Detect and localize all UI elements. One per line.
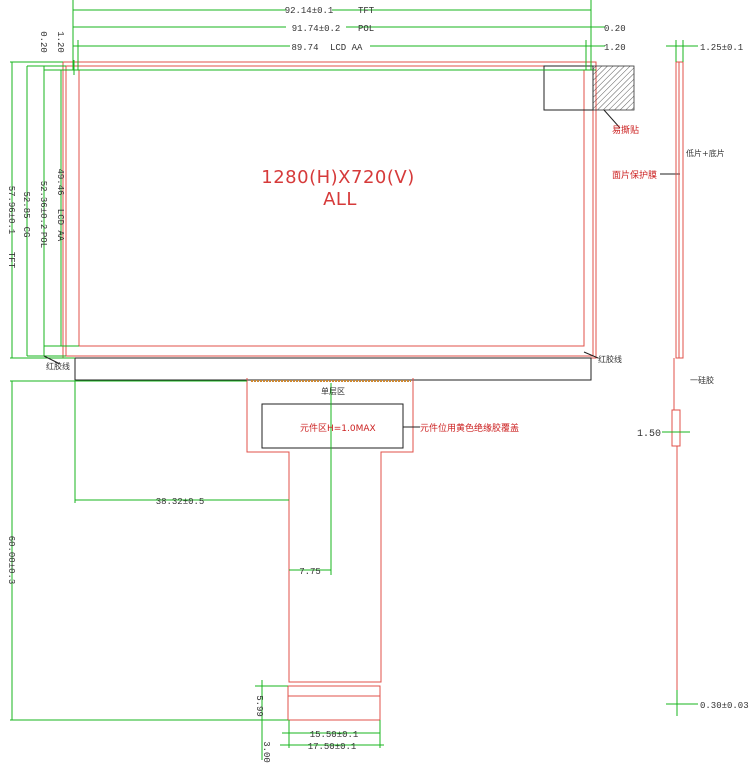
dim-conn-width: 17.50±0.1 — [308, 742, 357, 752]
dim-pol-offset: 0.20 — [604, 24, 626, 34]
dim-pol-height-label: POL — [38, 232, 48, 248]
component-area — [261, 403, 404, 449]
left-dimensions: 57.96±0.1 TFT 52.85 CG 52.36±0.2 POL 49.… — [6, 31, 288, 721]
label-side-glue: 一硅胶 — [690, 375, 714, 385]
dim-gold-height: 5.99 — [254, 695, 264, 717]
resolution-text: 1280(H)X720(V) — [261, 167, 414, 188]
dim-fpc-total: 60.00±0.3 — [6, 536, 16, 585]
dim-fpc-offset: 38.32±0.5 — [156, 497, 205, 507]
label-side-layers: 低片+底片 — [686, 148, 725, 158]
easy-tear-tab — [592, 65, 635, 111]
dim-top-offset-b: 0.20 — [38, 31, 48, 53]
fpc-outline — [246, 378, 414, 683]
fpc-gold-fingers — [287, 685, 381, 721]
dim-top-offset-a: 1.20 — [55, 31, 65, 53]
dim-pol-width: 91.74±0.2 — [292, 24, 341, 34]
dim-aa-height-label: LCD AA — [55, 209, 65, 242]
bottom-dimensions: 38.32±0.5 7.75 15.50±0.1 17.50±0.1 5.99 … — [74, 380, 384, 763]
label-component-area: 元件区H=1.0MAX — [300, 422, 376, 434]
label-single-layer: 单层区 — [321, 386, 345, 396]
dim-aa-offset: 1.20 — [604, 43, 626, 53]
bottom-ledge — [74, 357, 592, 381]
all-text: ALL — [323, 189, 357, 210]
dim-tail-height: 3.00 — [261, 741, 271, 763]
dim-pol-label: POL — [358, 24, 374, 34]
pol-outline — [65, 65, 594, 357]
label-easy-tear: 易撕贴 — [612, 124, 639, 136]
dim-tft-height: 57.96±0.1 — [6, 186, 16, 235]
dim-tft-height-label: TFT — [6, 252, 16, 269]
dim-fpc-thickness: 0.30±0.03 — [700, 701, 749, 711]
dim-tft-label: TFT — [358, 6, 375, 16]
dim-cg-height: 52.85 — [21, 191, 31, 218]
dim-pol-height: 52.36±0.2 — [38, 181, 48, 230]
dim-cg-label: CG — [21, 227, 31, 238]
dim-aa-height: 49.46 — [55, 168, 65, 195]
side-view: 1.25±0.1 低片+底片 一硅胶 1.50 0.30±0.03 — [637, 40, 749, 716]
dim-side-thickness: 1.25±0.1 — [700, 43, 743, 53]
dim-aa-label: LCD AA — [330, 43, 363, 53]
label-component-note: 元件位用黄色绝缘胶覆盖 — [420, 422, 519, 434]
dim-side-step: 1.50 — [637, 429, 661, 440]
top-dimensions: 92.14±0.1 TFT 91.74±0.2 POL 89.74 LCD AA… — [72, 0, 626, 70]
label-surface-film: 面片保护膜 — [612, 169, 657, 181]
label-red-glue-right: 红胶线 — [598, 354, 622, 364]
tft-outline — [62, 61, 597, 359]
dim-pins-width: 15.50±0.1 — [310, 730, 359, 740]
dim-neck: 7.75 — [299, 567, 321, 577]
dim-aa-width: 89.74 — [291, 43, 318, 53]
easy-tear-outline — [543, 65, 594, 111]
dim-tft-width: 92.14±0.1 — [285, 6, 334, 16]
label-red-glue-left: 红胶线 — [46, 361, 70, 371]
